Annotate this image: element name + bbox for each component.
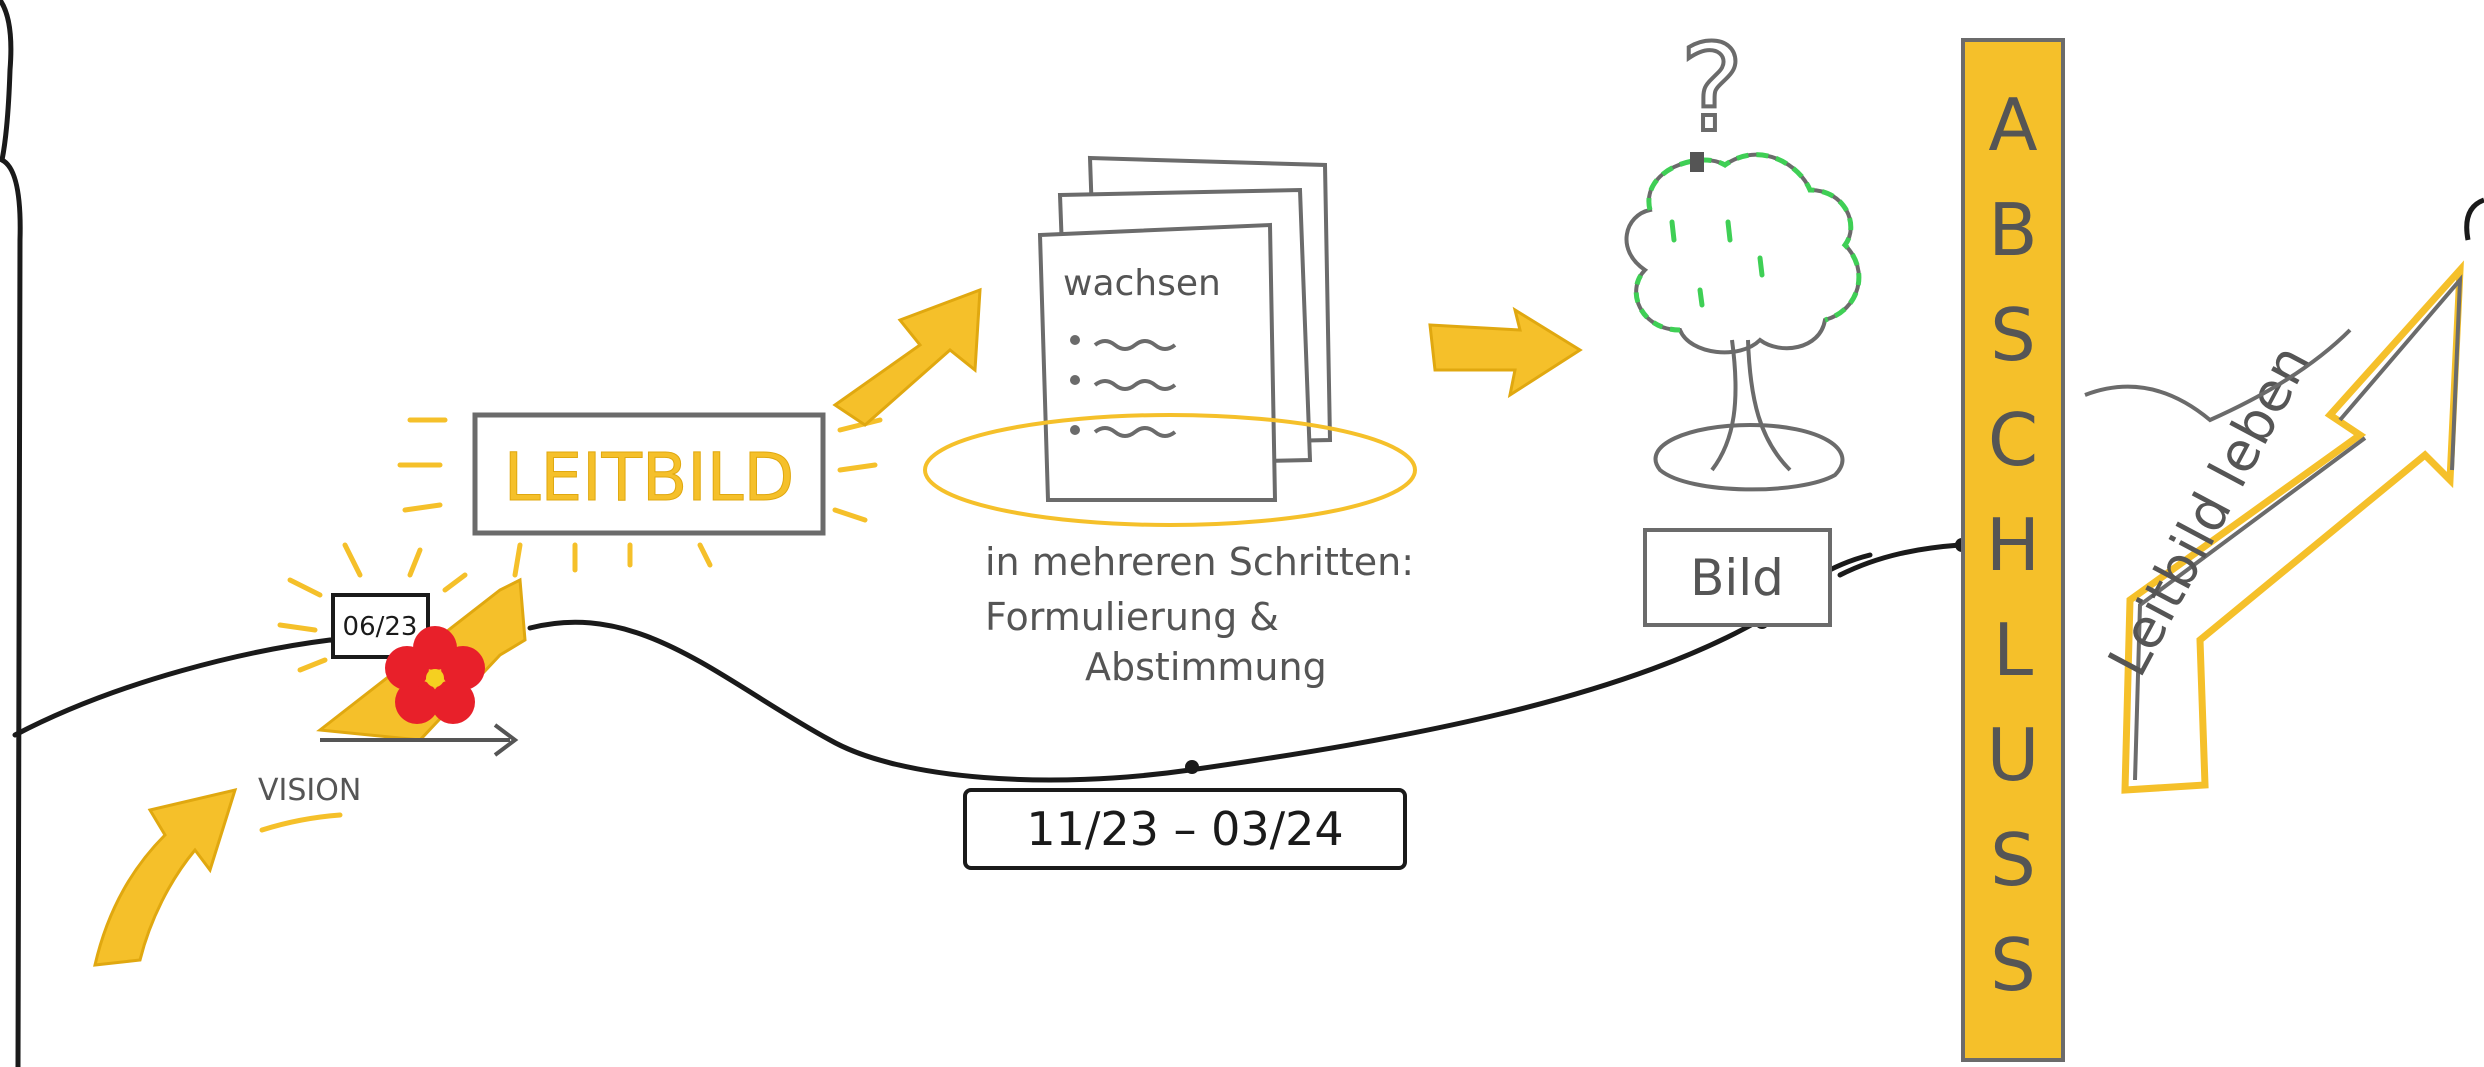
vision-arrow: [93, 787, 238, 967]
leitbild-box: [472, 412, 826, 536]
tree-icon: [1624, 152, 1862, 492]
document-shadow: [923, 413, 1417, 527]
process-note-line2: Formulierung &: [985, 595, 1279, 639]
arrow-to-tree: [1428, 306, 1583, 399]
abschluss-letter: B: [1988, 188, 2037, 272]
question-mark: ?: [1680, 20, 1744, 159]
abschluss-letter: C: [1988, 398, 2038, 482]
leitbild-leben-sweep: [2084, 328, 2352, 423]
right-brace: [2464, 197, 2484, 241]
vision-underline: [259, 812, 343, 833]
abschluss-letter: S: [1990, 293, 2036, 377]
process-note-line1: in mehreren Schritten:: [985, 540, 1414, 584]
abschluss-letter: S: [1990, 923, 2036, 1007]
process-note-line3: Abstimmung: [1085, 645, 1327, 689]
leitbild-label: LEITBILD: [504, 439, 795, 516]
timeframe-label: 11/23 – 03/24: [1026, 802, 1343, 856]
abschluss-bar: [1961, 38, 2065, 1062]
timeline-dot: [1185, 760, 1199, 774]
leitbild-rays: [397, 417, 883, 578]
abschluss-letter: U: [1987, 713, 2040, 797]
left-brace: [0, 0, 23, 1067]
image-label-box: [1643, 528, 1832, 627]
documents-title: wachsen: [1063, 263, 1221, 304]
abschluss-letter: H: [1986, 503, 2040, 587]
document-list-items: [1070, 335, 1177, 438]
arrow-to-documents: [832, 287, 982, 427]
image-label: Bild: [1690, 549, 1784, 607]
abschluss-letter: S: [1990, 818, 2036, 902]
flower-icon: [385, 626, 485, 724]
timeframe-box: [963, 788, 1407, 870]
abschluss-letter: A: [1988, 83, 2037, 167]
abschluss-letter: L: [1993, 608, 2033, 692]
document-stack-icon: [1037, 155, 1333, 502]
leitbild-leben-arrow-outline: [2133, 274, 2463, 781]
start-date-label: 06/23: [343, 612, 418, 642]
vision-label: VISION: [258, 773, 361, 808]
